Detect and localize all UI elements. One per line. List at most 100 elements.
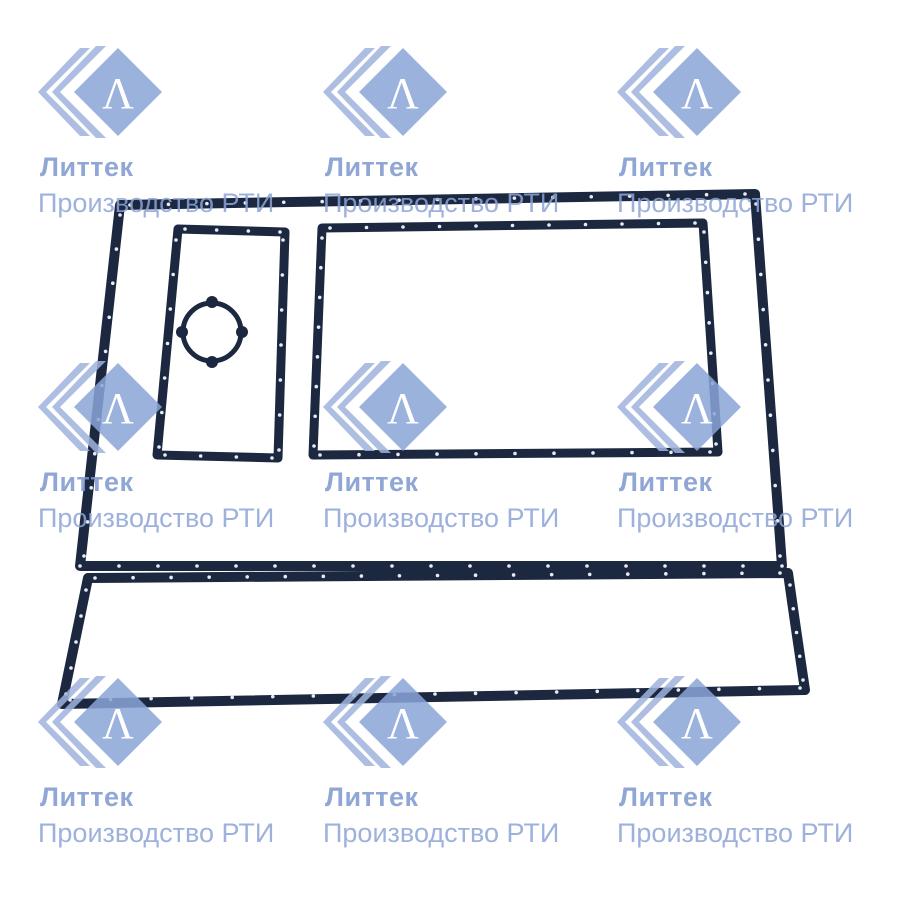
bolt-hole: [234, 455, 239, 459]
bolt-hole: [311, 694, 316, 698]
bolt-hole: [664, 572, 668, 576]
ring-gasket: [180, 300, 244, 364]
bolt-hole: [705, 290, 710, 295]
watermark: Λ Литтек Производство РТИ: [323, 40, 623, 240]
bolt-hole: [321, 574, 326, 579]
bolt-hole: [775, 519, 780, 523]
bolt-hole: [549, 572, 554, 577]
bolt-hole: [757, 686, 762, 691]
bolt-hole: [429, 564, 433, 568]
bolt-hole: [314, 384, 319, 389]
bolt-hole: [397, 573, 402, 578]
bolt-hole: [624, 564, 628, 568]
bolt-hole: [78, 564, 82, 568]
bolt-hole: [717, 687, 721, 692]
bolt-hole: [312, 564, 316, 568]
watermark-subtitle: Производство РТИ: [38, 503, 275, 533]
bolt-hole: [552, 451, 556, 456]
bolt-hole: [693, 221, 697, 225]
bolt-hole: [207, 575, 211, 579]
watermark: Λ Литтек Производство РТИ: [38, 670, 338, 870]
bolt-hole: [183, 227, 187, 231]
bolt-hole: [620, 222, 624, 226]
littek-logo-icon: Λ: [617, 676, 741, 768]
bolt-hole: [778, 554, 782, 558]
bolt-hole: [709, 351, 713, 355]
bolt-hole: [118, 213, 122, 217]
bolt-hole: [547, 223, 551, 227]
bolt-hole: [656, 221, 661, 226]
bolt-hole: [704, 192, 709, 197]
bolt-hole: [801, 678, 805, 682]
bolt-hole: [666, 193, 670, 198]
svg-text:Λ: Λ: [387, 384, 419, 433]
watermark-subtitle: Производство РТИ: [323, 188, 560, 218]
bolt-hole: [589, 194, 594, 199]
bolt-hole: [312, 444, 316, 448]
bolt-hole: [107, 315, 111, 320]
bolt-hole: [763, 343, 768, 347]
watermark-brand: Литтек: [40, 152, 134, 182]
window-frame-gasket: [308, 218, 723, 460]
bolt-hole: [591, 451, 595, 455]
bolt-hole: [435, 573, 440, 578]
ring-lugs: [176, 296, 248, 368]
bolt-hole: [328, 226, 332, 230]
bolt-hole: [676, 688, 681, 692]
bolt-hole: [281, 238, 285, 242]
bolt-hole: [797, 654, 802, 659]
bolt-hole: [630, 450, 634, 455]
watermark: Λ Литтек Производство РТИ: [617, 40, 900, 240]
bolt-hole: [280, 273, 285, 277]
bolt-hole: [702, 571, 706, 576]
watermark: Λ Литтек Производство РТИ: [38, 40, 338, 240]
watermark-brand: Литтек: [325, 152, 419, 182]
watermark-subtitle: Производство РТИ: [38, 188, 275, 218]
watermark-brand: Литтек: [325, 782, 419, 812]
bolt-hole: [780, 564, 784, 568]
bolt-hole: [437, 224, 442, 229]
bolt-hole: [708, 450, 712, 454]
bolt-hole: [169, 575, 173, 580]
bolt-hole: [635, 688, 640, 693]
svg-text:Λ: Λ: [387, 69, 419, 118]
bolt-hole: [320, 236, 324, 240]
bolt-hole: [234, 564, 238, 568]
bolt-hole: [149, 696, 153, 701]
bolt-hole: [214, 228, 219, 232]
littek-logo-icon: Λ: [323, 46, 447, 138]
bolt-hole: [761, 307, 765, 312]
bolt-hole: [114, 247, 119, 251]
bolt-hole: [669, 450, 673, 455]
bolt-hole: [511, 573, 516, 577]
watermark-brand: Литтек: [40, 467, 134, 497]
bolt-hole: [318, 453, 322, 457]
bolt-hole: [627, 194, 632, 198]
littek-logo-icon: Λ: [617, 361, 741, 453]
svg-text:Λ: Λ: [102, 384, 134, 433]
bolt-holes: [64, 192, 805, 702]
bolt-hole: [743, 192, 747, 196]
watermark-brand: Литтек: [619, 782, 713, 812]
bolt-hole: [131, 575, 135, 580]
bolt-hole: [313, 414, 317, 419]
bolt-hole: [166, 202, 171, 207]
bolt-hole: [702, 564, 706, 568]
bolt-hole: [278, 378, 283, 382]
bolt-hole: [315, 355, 320, 359]
bolt-hole: [195, 564, 199, 568]
bolt-hole: [435, 197, 440, 202]
svg-text:Λ: Λ: [387, 699, 419, 748]
bolt-hole: [771, 448, 775, 453]
watermark-brand: Литтек: [619, 467, 713, 497]
bolt-hole: [703, 260, 708, 265]
bolt-hole: [245, 575, 250, 579]
bolt-hole: [788, 583, 792, 587]
bolt-hole: [277, 413, 282, 417]
littek-logo-icon: Λ: [617, 46, 741, 138]
bolt-hole: [283, 574, 288, 579]
bolt-hole: [397, 198, 401, 202]
bolt-hole: [583, 222, 588, 227]
bolt-hole: [474, 224, 478, 228]
